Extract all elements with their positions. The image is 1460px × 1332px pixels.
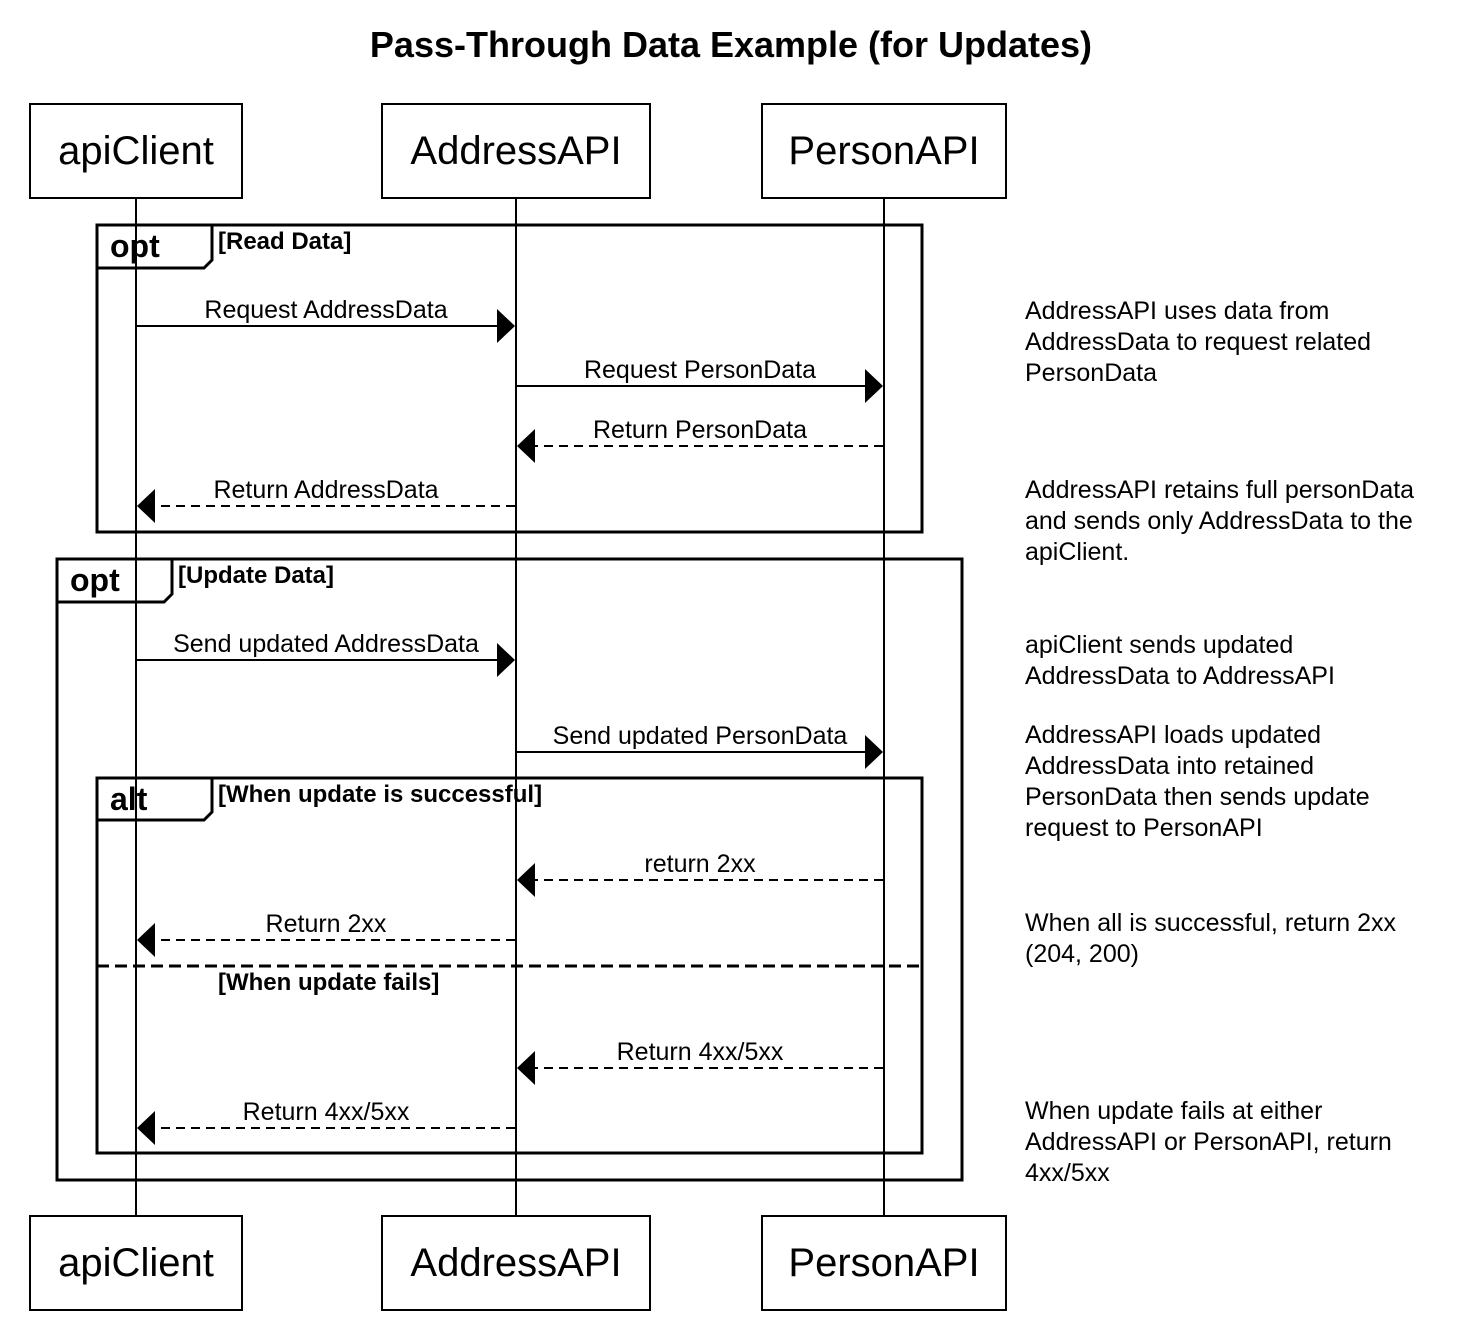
frame-keyword: opt xyxy=(110,228,160,264)
note-line: AddressData to request related xyxy=(1025,328,1371,356)
message-label: return 2xx xyxy=(644,850,756,878)
participant-label: PersonAPI xyxy=(788,1241,979,1285)
message-label: Return 2xx xyxy=(266,910,387,938)
participant-bottom-apiclient: apiClient xyxy=(29,1215,243,1311)
message-9: Return 4xx/5xx xyxy=(137,1098,515,1145)
arrowhead xyxy=(865,735,883,769)
note-line: AddressAPI loads updated xyxy=(1025,721,1321,749)
arrowhead xyxy=(865,369,883,403)
frame-alt-update-result: alt [When update is successful] [When up… xyxy=(95,776,924,1155)
message-label: Return AddressData xyxy=(213,476,438,504)
note-line: 4xx/5xx xyxy=(1025,1159,1110,1187)
message-6: return 2xx xyxy=(517,850,883,897)
note-line: apiClient sends updated xyxy=(1025,631,1293,659)
frame-else-guard: [When update fails] xyxy=(218,969,439,996)
message-0: Request AddressData xyxy=(137,296,515,343)
note-line: AddressData into retained xyxy=(1025,752,1314,780)
note-line: PersonData xyxy=(1025,359,1157,387)
note-line: AddressAPI retains full personData xyxy=(1025,476,1414,504)
arrowhead xyxy=(517,429,535,463)
frame-opt-update-data: opt [Update Data] xyxy=(55,557,964,1182)
message-1: Request PersonData xyxy=(517,356,883,403)
participant-label: apiClient xyxy=(58,1241,214,1285)
arrowhead xyxy=(517,1051,535,1085)
message-label: Return 4xx/5xx xyxy=(243,1098,410,1126)
message-label: Send updated AddressData xyxy=(173,630,479,658)
arrowhead xyxy=(497,643,515,677)
note-line: When update fails at either xyxy=(1025,1097,1322,1125)
message-7: Return 2xx xyxy=(137,910,515,957)
frame-guard: [When update is successful] xyxy=(218,781,542,808)
note-line: PersonData then sends update xyxy=(1025,783,1370,811)
note-line: and sends only AddressData to the xyxy=(1025,507,1413,535)
message-8: Return 4xx/5xx xyxy=(517,1038,883,1085)
frame-keyword: alt xyxy=(110,781,148,817)
message-label: Request PersonData xyxy=(584,356,816,384)
arrowhead xyxy=(517,863,535,897)
frame-guard: [Read Data] xyxy=(218,228,351,255)
note-line: When all is successful, return 2xx xyxy=(1025,909,1396,937)
note-line: AddressData to AddressAPI xyxy=(1025,662,1335,690)
message-label: Request AddressData xyxy=(204,296,447,324)
participant-bottom-personapi: PersonAPI xyxy=(761,1215,1007,1311)
message-5: Send updated PersonData xyxy=(517,722,883,769)
message-3: Return AddressData xyxy=(137,476,515,523)
participant-top-personapi: PersonAPI xyxy=(761,103,1007,199)
arrowhead xyxy=(137,923,155,957)
note-line: (204, 200) xyxy=(1025,940,1139,968)
diagram-title: Pass-Through Data Example (for Updates) xyxy=(370,24,1092,65)
note-4: When all is successful, return 2xx (204, … xyxy=(1025,909,1396,968)
note-line: apiClient. xyxy=(1025,538,1129,566)
message-label: Return PersonData xyxy=(593,416,807,444)
message-label: Return 4xx/5xx xyxy=(617,1038,784,1066)
note-line: AddressAPI or PersonAPI, return xyxy=(1025,1128,1392,1156)
arrowhead xyxy=(137,489,155,523)
frame-keyword: opt xyxy=(70,562,120,598)
participant-top-apiclient: apiClient xyxy=(29,103,243,199)
note-1: AddressAPI retains full personData and se… xyxy=(1025,476,1414,566)
participant-top-addressapi: AddressAPI xyxy=(381,103,651,199)
message-2: Return PersonData xyxy=(517,416,883,463)
participant-bottom-addressapi: AddressAPI xyxy=(381,1215,651,1311)
participant-label: AddressAPI xyxy=(410,129,621,173)
frame-guard: [Update Data] xyxy=(178,562,334,589)
note-line: request to PersonAPI xyxy=(1025,814,1263,842)
message-label: Send updated PersonData xyxy=(553,722,848,750)
note-line: AddressAPI uses data from xyxy=(1025,297,1329,325)
participant-label: AddressAPI xyxy=(410,1241,621,1285)
message-4: Send updated AddressData xyxy=(137,630,515,677)
participant-label: PersonAPI xyxy=(788,129,979,173)
frame-opt-read-data: opt [Read Data] xyxy=(95,223,924,534)
arrowhead xyxy=(137,1111,155,1145)
arrowhead xyxy=(497,309,515,343)
participant-label: apiClient xyxy=(58,129,214,173)
